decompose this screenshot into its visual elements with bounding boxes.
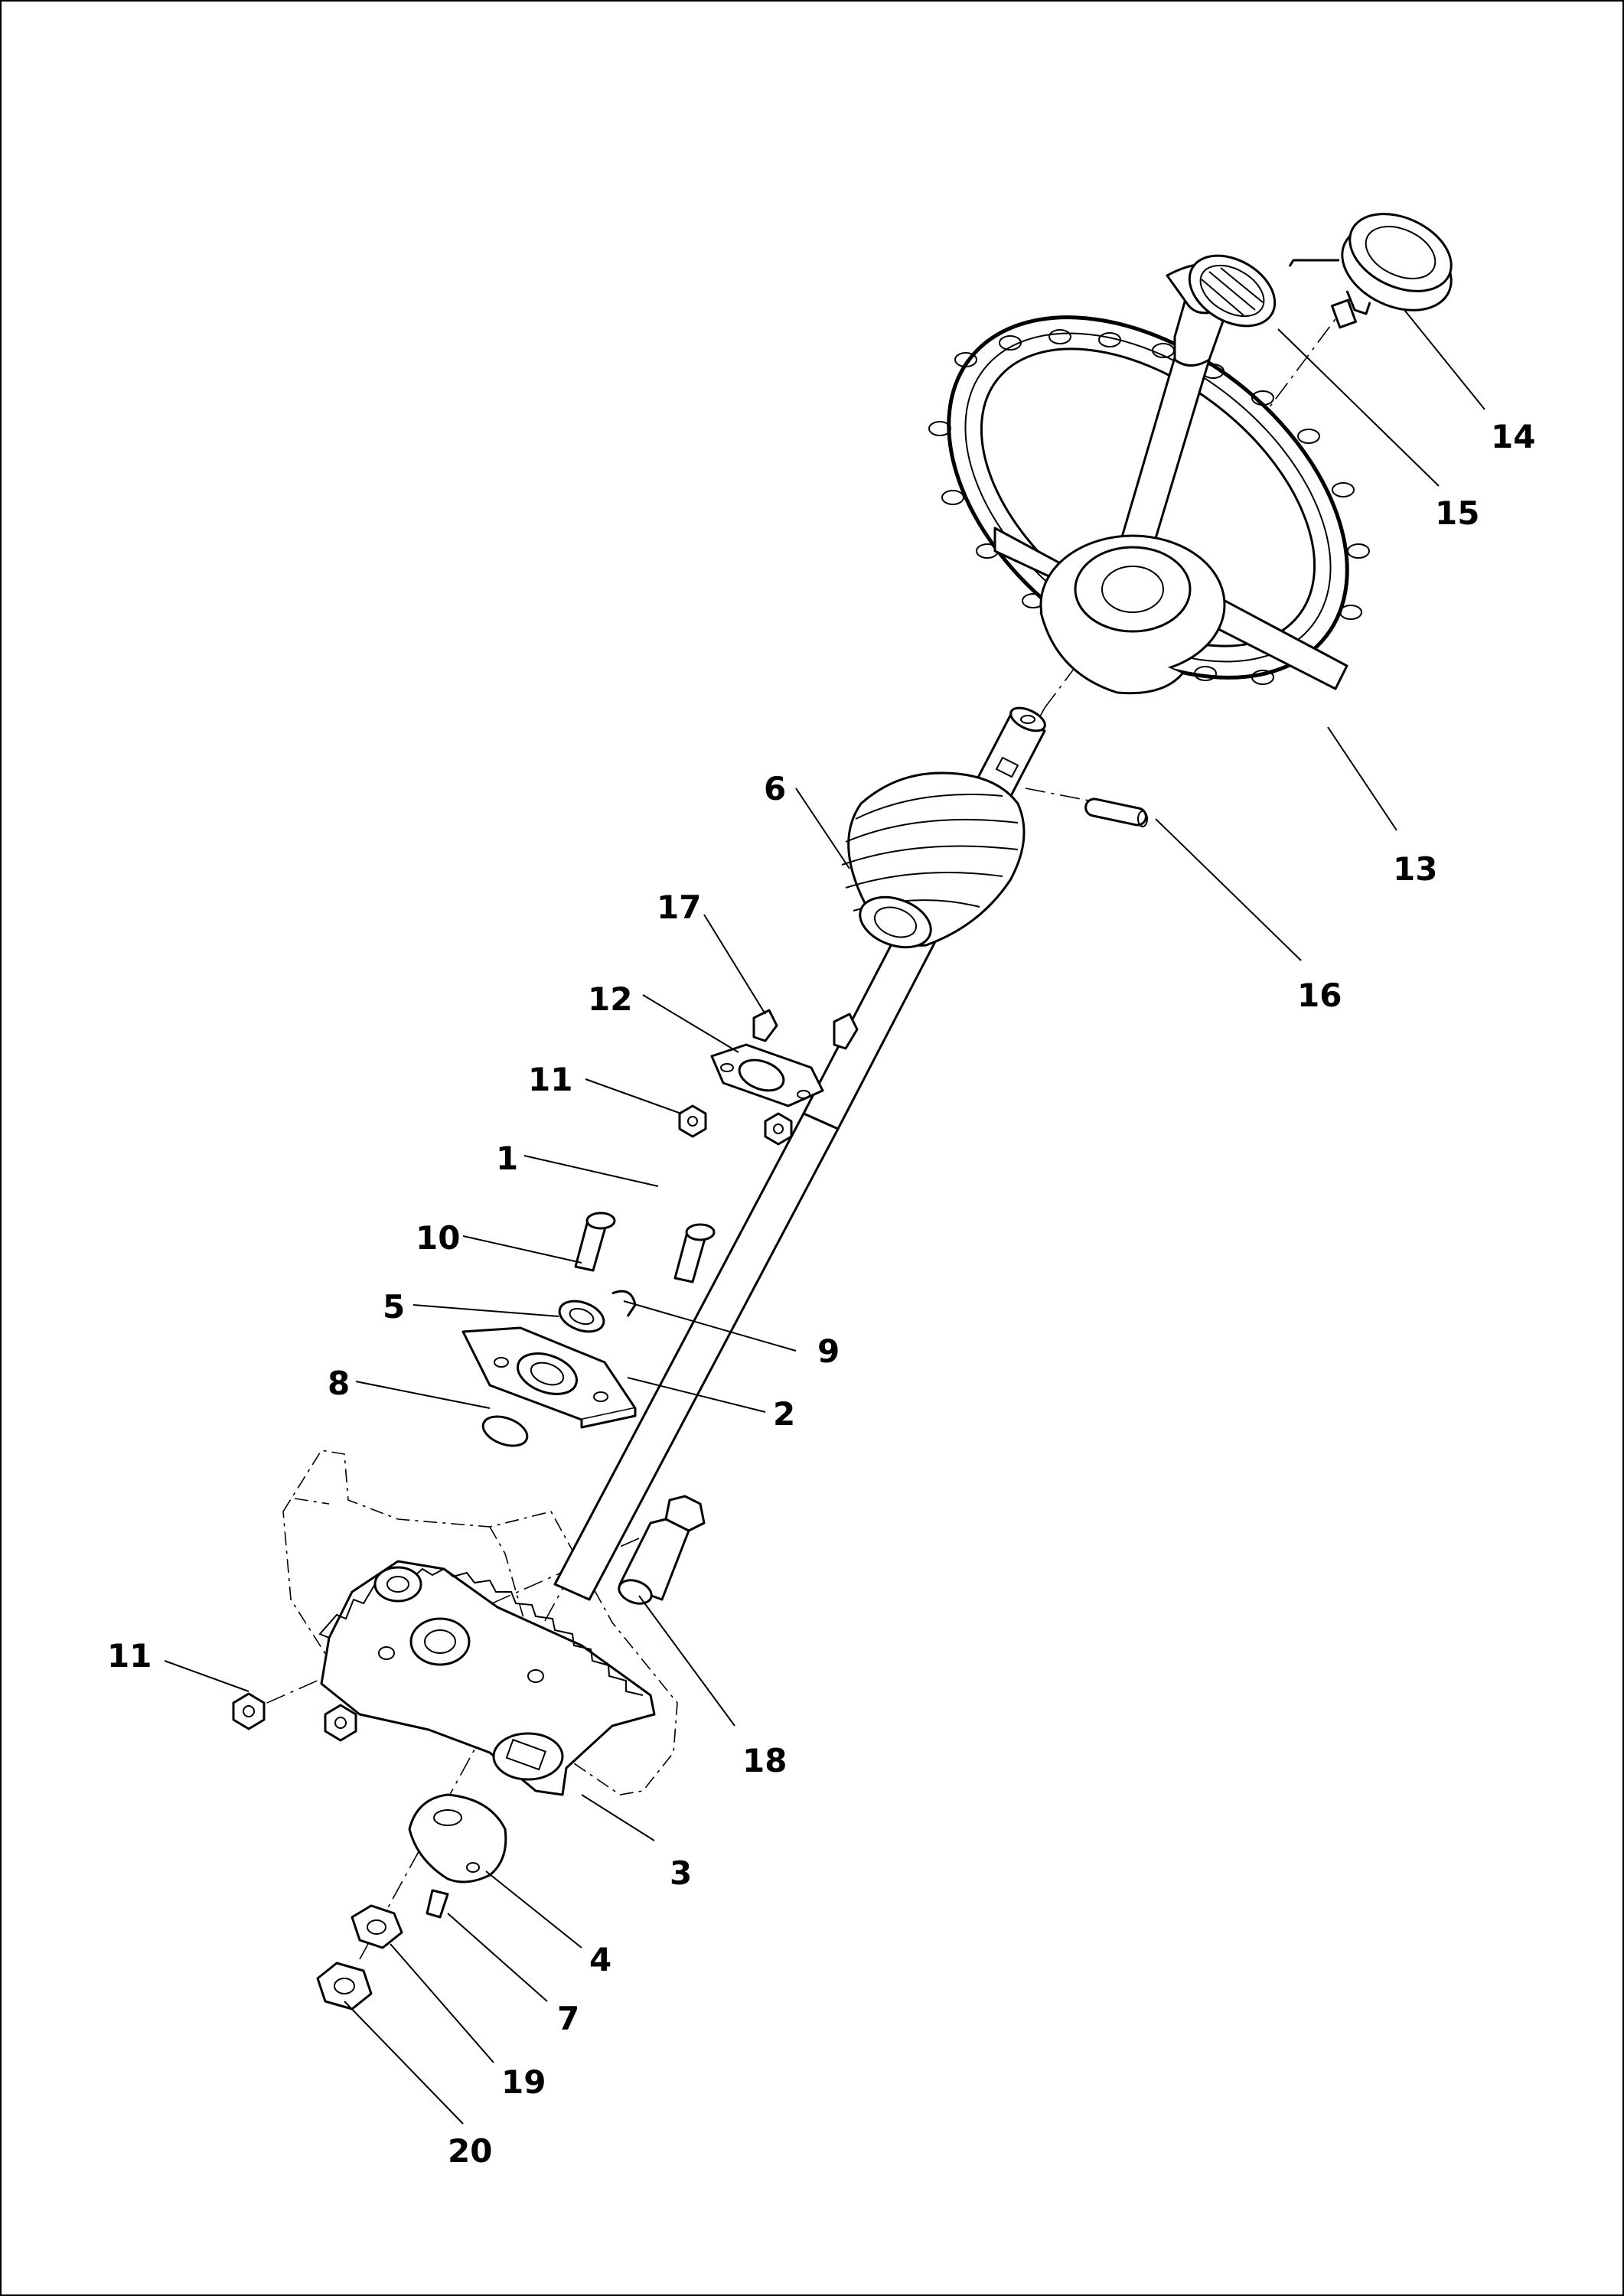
callout-15: 15 — [1435, 494, 1479, 532]
roll-pin — [1084, 797, 1148, 827]
sector-gear — [318, 1560, 656, 1796]
knob-clamp — [1288, 213, 1453, 329]
set-screw — [426, 1889, 449, 1919]
callout-2: 2 — [773, 1395, 795, 1433]
lock-nut — [316, 1962, 373, 2011]
callout-3: 3 — [670, 1854, 692, 1892]
callout-20: 20 — [448, 2132, 492, 2170]
callout-1: 1 — [496, 1140, 518, 1177]
callout-13: 13 — [1393, 850, 1437, 888]
leader-lines — [164, 309, 1485, 2125]
steering-wheel — [928, 315, 1370, 695]
callout-10: 10 — [416, 1219, 460, 1257]
upper-bolts — [752, 1009, 859, 1050]
callout-18: 18 — [742, 1742, 787, 1779]
lower-flange — [461, 1326, 637, 1429]
pivot-bolt — [618, 1495, 706, 1605]
spinner-knob — [1166, 254, 1277, 367]
o-ring — [481, 1415, 529, 1447]
callout-9: 9 — [817, 1332, 840, 1370]
callout-6: 6 — [764, 770, 786, 807]
lower-nuts — [232, 1692, 357, 1742]
callout-5: 5 — [383, 1288, 405, 1326]
callout-labels: 14 15 13 6 16 17 12 11 1 10 5 9 8 2 11 1… — [107, 418, 1535, 2170]
callout-4: 4 — [589, 1941, 611, 1978]
upper-flange — [710, 1043, 824, 1107]
callout-11: 11 — [528, 1061, 572, 1098]
callout-8: 8 — [328, 1365, 350, 1402]
eccentric-cam — [408, 1793, 507, 1883]
callout-16: 16 — [1297, 977, 1342, 1014]
shaft-bushing — [558, 1290, 637, 1333]
callout-11: 11 — [107, 1637, 152, 1675]
callout-7: 7 — [557, 2000, 579, 2037]
callout-12: 12 — [588, 980, 632, 1018]
upper-nuts — [678, 1104, 793, 1146]
callout-17: 17 — [657, 889, 701, 926]
callout-14: 14 — [1491, 418, 1535, 455]
lower-bolts — [574, 1212, 716, 1283]
callout-19: 19 — [501, 2063, 546, 2101]
bellows-boot — [841, 771, 1026, 949]
washer-nut — [351, 1904, 403, 1949]
